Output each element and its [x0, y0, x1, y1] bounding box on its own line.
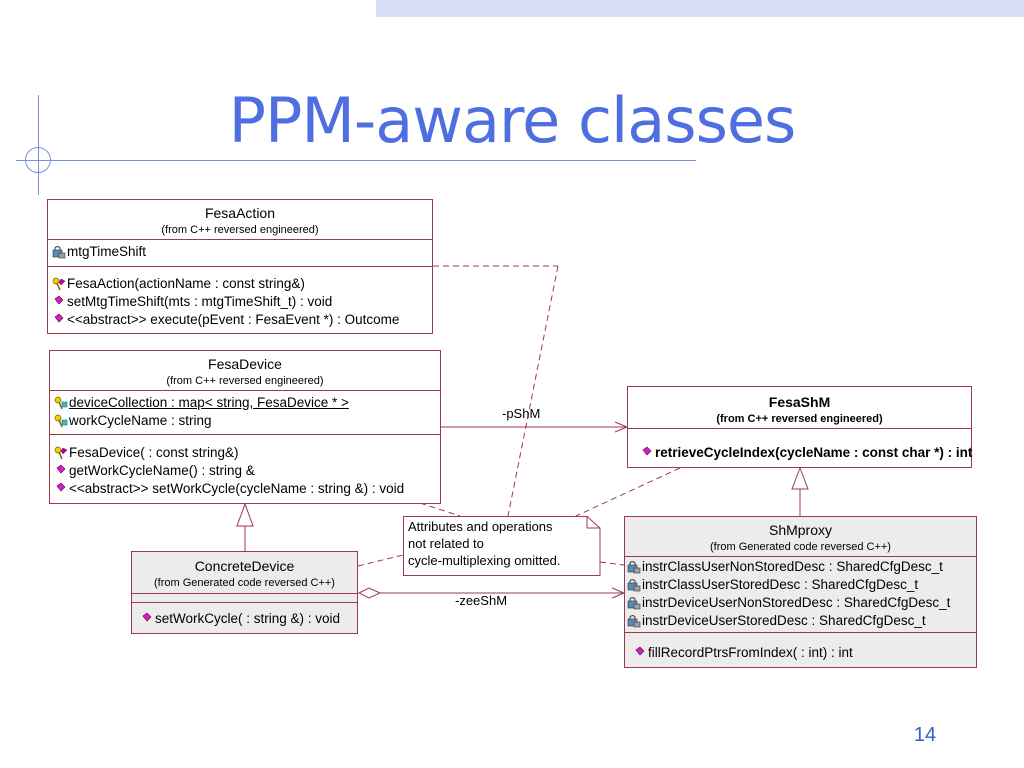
association-zeeshm-label: -zeeShM	[455, 593, 508, 608]
decorative-vertical-line	[38, 95, 39, 195]
operation-text: <<abstract>> setWorkCycle(cycleName : st…	[69, 481, 405, 496]
aggregation-zeeshm-diamond	[357, 587, 382, 599]
operations-section: setWorkCycle( : string &) : void	[132, 603, 357, 633]
attribute-row: instrDeviceUserStoredDesc : SharedCfgDes…	[627, 612, 976, 630]
class-name: FesaShM	[768, 394, 831, 410]
attribute-row: instrDeviceUserNonStoredDesc : SharedCfg…	[627, 594, 976, 612]
attribute-text: deviceCollection : map< string, FesaDevi…	[69, 395, 349, 410]
operation-row: getWorkCycleName() : string &	[54, 462, 440, 480]
class-name: FesaDevice	[208, 356, 282, 372]
association-pshm-label: -pShM	[502, 406, 541, 421]
operation-row: setWorkCycle( : string &) : void	[140, 610, 357, 628]
operation-row: FesaAction(actionName : const string&)	[52, 275, 432, 293]
protected-attribute-icon	[627, 578, 641, 592]
attribute-text: mtgTimeShift	[67, 244, 147, 259]
attribute-row: instrClassUserStoredDesc : SharedCfgDesc…	[627, 576, 976, 594]
class-header: ConcreteDevice (from Generated code reve…	[132, 552, 357, 594]
operation-text: getWorkCycleName() : string &	[69, 463, 255, 478]
note-anchor-fesadevice	[419, 502, 461, 517]
note-outline	[403, 516, 601, 576]
public-operation-icon	[633, 646, 647, 660]
operation-row: <<abstract>> setWorkCycle(cycleName : st…	[54, 480, 440, 498]
decorative-crosshair-circle	[25, 147, 51, 173]
note-anchor-fesaaction-diag	[507, 265, 559, 517]
class-header: ShMproxy (from Generated code reversed C…	[625, 517, 976, 557]
operation-text: retrieveCycleIndex(cycleName : const cha…	[655, 445, 973, 460]
constructor-key-icon	[54, 446, 68, 460]
class-name: FesaAction	[204, 205, 276, 221]
class-fesaaction[interactable]: FesaAction (from C++ reversed engineered…	[47, 199, 433, 334]
class-name: ShMproxy	[768, 522, 833, 538]
note-line: not related to	[408, 536, 484, 551]
class-header: FesaDevice (from C++ reversed engineered…	[50, 351, 440, 391]
operations-section: retrieveCycleIndex(cycleName : const cha…	[628, 429, 973, 467]
protected-attribute-icon	[627, 560, 641, 574]
note-line: cycle-multiplexing omitted.	[408, 553, 561, 568]
constructor-key-icon	[52, 277, 66, 291]
operation-text: setMtgTimeShift(mts : mtgTimeShift_t) : …	[67, 294, 333, 309]
operation-text: <<abstract>> execute(pEvent : FesaEvent …	[67, 312, 400, 327]
class-fesashm[interactable]: FesaShM (from C++ reversed engineered) r…	[627, 386, 972, 468]
protected-attribute-icon	[627, 596, 641, 610]
protected-attribute-icon	[52, 245, 66, 259]
operation-row: retrieveCycleIndex(cycleName : const cha…	[632, 444, 973, 462]
operation-text: setWorkCycle( : string &) : void	[155, 611, 341, 626]
class-name: ConcreteDevice	[194, 558, 295, 574]
top-accent-band	[376, 0, 1024, 17]
attribute-text: instrDeviceUserStoredDesc : SharedCfgDes…	[642, 613, 926, 628]
note-anchor-shmproxy	[599, 561, 625, 566]
note-line: Attributes and operations	[408, 519, 553, 534]
page-number: 14	[913, 724, 937, 746]
class-origin: (from C++ reversed engineered)	[166, 375, 324, 387]
public-operation-icon	[640, 446, 654, 460]
class-header: FesaShM (from C++ reversed engineered)	[628, 387, 971, 429]
generalization-shmproxy-triangle	[791, 466, 809, 490]
note-anchor-concretedevice	[357, 554, 404, 567]
operations-section: fillRecordPtrsFromIndex( : int) : int	[625, 633, 976, 667]
class-concretedevice[interactable]: ConcreteDevice (from Generated code reve…	[131, 551, 358, 634]
operation-row: fillRecordPtrsFromIndex( : int) : int	[633, 644, 976, 662]
attributes-section: instrClassUserNonStoredDesc : SharedCfgD…	[625, 557, 976, 633]
attribute-text: instrClassUserStoredDesc : SharedCfgDesc…	[642, 577, 919, 592]
operation-text: FesaDevice( : const string&)	[69, 445, 239, 460]
class-origin: (from C++ reversed engineered)	[161, 224, 319, 236]
attribute-row: mtgTimeShift	[52, 243, 432, 261]
operation-text: FesaAction(actionName : const string&)	[67, 276, 305, 291]
attribute-text: instrClassUserNonStoredDesc : SharedCfgD…	[642, 559, 943, 574]
operation-row: setMtgTimeShift(mts : mtgTimeShift_t) : …	[52, 293, 432, 311]
class-header: FesaAction (from C++ reversed engineered…	[48, 200, 432, 240]
uml-note: Attributes and operations not related to…	[403, 516, 600, 575]
operations-section: FesaDevice( : const string&) getWorkCycl…	[50, 435, 440, 504]
public-operation-icon	[52, 295, 66, 309]
public-operation-icon	[54, 464, 68, 478]
operation-row: FesaDevice( : const string&)	[54, 444, 440, 462]
note-anchor-fesashm	[575, 467, 681, 517]
protected-attribute-icon	[627, 614, 641, 628]
public-operation-icon	[54, 482, 68, 496]
public-operation-icon	[140, 612, 154, 626]
attribute-text: workCycleName : string	[69, 413, 212, 428]
attributes-section: mtgTimeShift	[48, 240, 432, 267]
static-attribute-key-icon	[54, 414, 68, 428]
slide-title: PPM-aware classes	[228, 84, 797, 157]
class-fesadevice[interactable]: FesaDevice (from C++ reversed engineered…	[49, 350, 441, 504]
attribute-row: instrClassUserNonStoredDesc : SharedCfgD…	[627, 558, 976, 576]
attribute-text: instrDeviceUserNonStoredDesc : SharedCfg…	[642, 595, 951, 610]
attributes-section	[132, 594, 357, 603]
class-origin: (from Generated code reversed C++)	[710, 541, 891, 553]
attribute-row: deviceCollection : map< string, FesaDevi…	[54, 394, 440, 412]
public-operation-icon	[52, 313, 66, 327]
operations-section: FesaAction(actionName : const string&) s…	[48, 267, 432, 334]
class-origin: (from C++ reversed engineered)	[716, 413, 883, 425]
class-shmproxy[interactable]: ShMproxy (from Generated code reversed C…	[624, 516, 977, 668]
generalization-concretedevice-triangle	[236, 502, 254, 527]
attributes-section: deviceCollection : map< string, FesaDevi…	[50, 391, 440, 435]
operation-row: <<abstract>> execute(pEvent : FesaEvent …	[52, 311, 432, 329]
class-origin: (from Generated code reversed C++)	[154, 577, 335, 589]
attribute-row: workCycleName : string	[54, 412, 440, 430]
static-attribute-key-icon	[54, 396, 68, 410]
operation-text: fillRecordPtrsFromIndex( : int) : int	[648, 645, 853, 660]
decorative-horizontal-line	[16, 160, 696, 161]
